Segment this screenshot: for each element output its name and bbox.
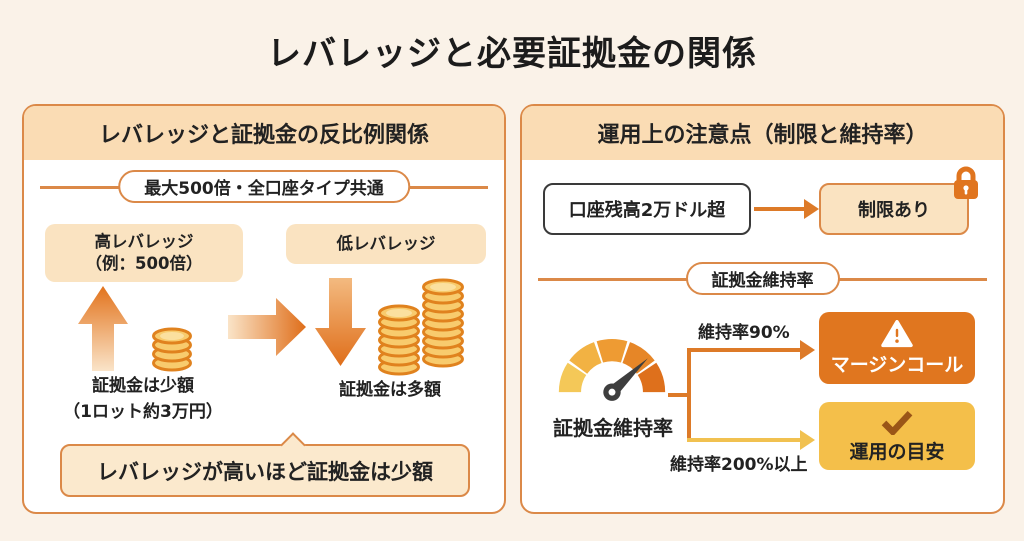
check-icon [881, 410, 913, 435]
high-leverage-caption: 証拠金は少額 （1ロット約3万円） [32, 374, 254, 425]
high-leverage-label-line2: （例：500倍） [85, 254, 203, 273]
low-leverage-caption: 証拠金は多額 [339, 380, 441, 400]
margin-call-branch-line [687, 348, 802, 352]
callout-notch [280, 432, 306, 458]
tall-coin-stack-icon [422, 278, 464, 368]
balance-condition-box: 口座残高2万ドル超 [543, 183, 751, 235]
conclusion-callout: レバレッジが高いほど証拠金は少額 [60, 432, 470, 497]
safe-branch-label: 維持率200%以上 [670, 455, 808, 475]
maintenance-badge: 証拠金維持率 [685, 262, 840, 295]
branch-vertical-line [687, 348, 691, 442]
margin-call-box: マージンコール [819, 312, 975, 384]
margin-call-branch-label: 維持率90% [698, 323, 790, 343]
safe-branch-line [687, 438, 802, 442]
margin-call-label: マージンコール [830, 353, 964, 376]
left-panel-header: レバレッジと証拠金の反比例関係 [24, 106, 504, 160]
safe-operation-box: 運用の目安 [819, 402, 975, 470]
gauge-icon [558, 339, 666, 401]
low-leverage-box: 低レバレッジ [286, 224, 486, 264]
gauge-label: 証拠金維持率 [553, 416, 673, 440]
small-coin-stack-icon [152, 327, 192, 372]
right-panel: 運用上の注意点（制限と維持率） 口座残高2万ドル超 制限あり 証拠金維持率 [520, 104, 1005, 514]
high-leverage-caption-line2: （1ロット約3万円） [63, 401, 223, 422]
restriction-arrow-line [754, 207, 806, 211]
up-arrow-icon [78, 286, 128, 371]
lock-icon [954, 166, 978, 199]
restriction-arrow-head [804, 199, 819, 219]
high-leverage-label-line1: 高レバレッジ [94, 231, 194, 251]
max-leverage-badge: 最大500倍・全口座タイプ共通 [118, 170, 410, 203]
right-panel-header: 運用上の注意点（制限と維持率） [522, 106, 1003, 160]
left-panel: レバレッジと証拠金の反比例関係 最大500倍・全口座タイプ共通 高レバレッジ （… [22, 104, 506, 514]
right-arrow-icon [228, 298, 306, 356]
gauge-connector-stub [668, 393, 690, 397]
safe-arrow-head [800, 430, 815, 450]
high-leverage-caption-line1: 証拠金は少額 [92, 376, 194, 396]
restriction-result-box: 制限あり [819, 183, 969, 235]
high-leverage-box: 高レバレッジ （例：500倍） [45, 224, 243, 282]
warning-icon [881, 319, 913, 347]
margin-call-arrow-head [800, 340, 815, 360]
low-leverage-label: 低レバレッジ [336, 233, 436, 253]
conclusion-text: レバレッジが高いほど証拠金は少額 [97, 459, 433, 484]
page-title: レバレッジと必要証拠金の関係 [267, 34, 757, 74]
down-arrow-icon [315, 278, 366, 366]
medium-coin-stack-icon [378, 304, 420, 376]
safe-operation-label: 運用の目安 [849, 440, 945, 463]
